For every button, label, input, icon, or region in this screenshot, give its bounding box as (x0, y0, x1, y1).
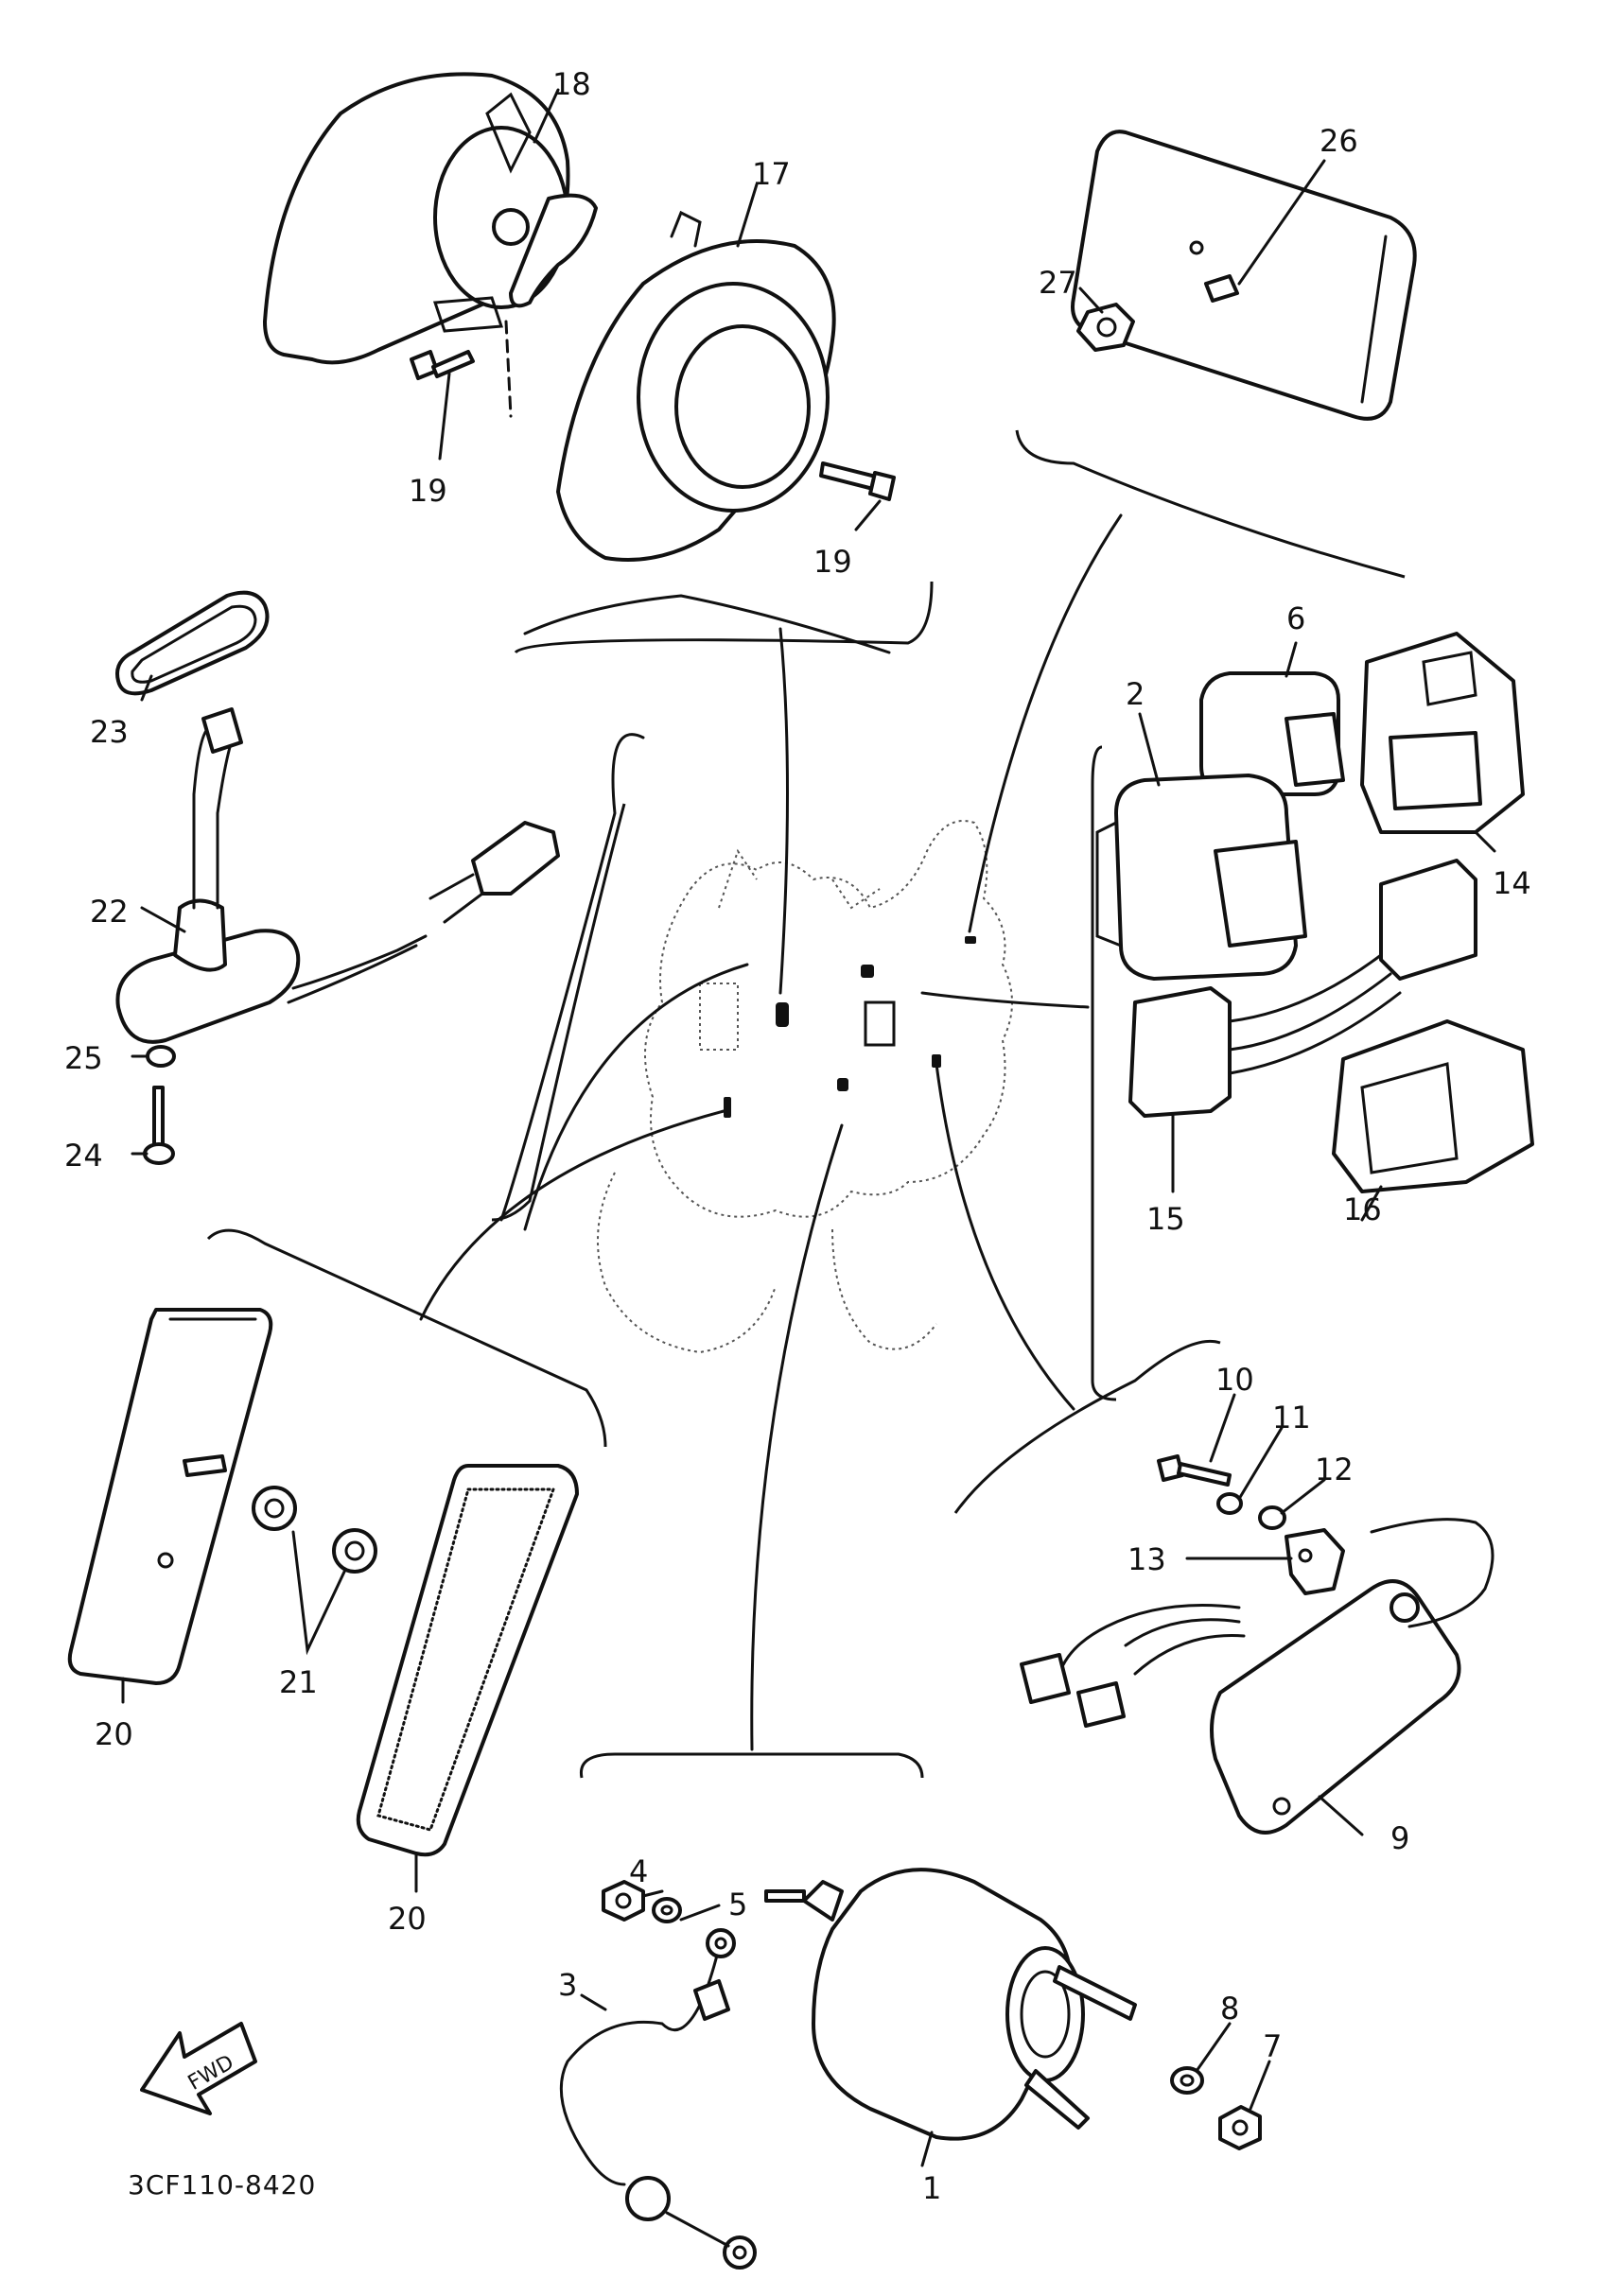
rectifier-9 (1020, 1518, 1494, 1835)
relay-2 (1095, 774, 1307, 981)
nut-4 (602, 1880, 645, 1922)
washer-12 (1258, 1505, 1286, 1530)
nuts-21 (252, 1486, 377, 1656)
gasket-23 (115, 590, 270, 696)
screw-24 (143, 1086, 175, 1165)
washer-11 (1216, 1492, 1243, 1515)
callout-26: 26 (1320, 123, 1358, 159)
callout-25: 25 (64, 1040, 103, 1076)
washer-8 (1170, 2066, 1204, 2095)
connector-15 (1128, 859, 1477, 1118)
callout-20b: 20 (388, 1901, 427, 1937)
callout-19a: 19 (409, 473, 447, 509)
unit-16 (1332, 1019, 1534, 1193)
callout-14: 14 (1493, 865, 1531, 901)
washer-5 (652, 1897, 682, 1923)
callout-leaders (121, 88, 1496, 2167)
callout-24: 24 (64, 1138, 103, 1174)
bolt-10 (1157, 1454, 1232, 1487)
callout-22: 22 (90, 894, 129, 930)
callout-16: 16 (1343, 1191, 1382, 1227)
leader-lines (206, 429, 1406, 1779)
callout-8: 8 (1220, 1991, 1239, 2026)
fwd-arrow-icon: FWD (140, 2022, 257, 2115)
starter-relay-1 (764, 1868, 1137, 2141)
horn-18 (263, 72, 598, 365)
callout-20a: 20 (95, 1716, 133, 1752)
side-reflector-20b (356, 1464, 579, 1857)
washer-25 (146, 1045, 176, 1068)
horn-17 (556, 210, 836, 562)
callout-1: 1 (922, 2170, 941, 2206)
diagram-code: 3CF110-8420 (128, 2169, 316, 2200)
bolt-19b (819, 461, 896, 501)
callout-6: 6 (1286, 600, 1305, 636)
callout-27: 27 (1039, 265, 1077, 301)
callout-4: 4 (629, 1853, 648, 1889)
callout-15: 15 (1146, 1201, 1185, 1237)
callout-23: 23 (90, 714, 129, 750)
lead-wire-3 (559, 1928, 757, 2270)
callout-13: 13 (1127, 1541, 1166, 1577)
callout-3: 3 (558, 1967, 577, 2003)
callout-19b: 19 (813, 544, 852, 580)
bracket-13 (1285, 1528, 1345, 1595)
callout-10: 10 (1215, 1362, 1254, 1398)
callout-7: 7 (1263, 2028, 1282, 2064)
callout-2: 2 (1126, 676, 1145, 712)
fuel-sender-22 (115, 707, 560, 1044)
callout-21: 21 (279, 1664, 318, 1700)
callout-12: 12 (1315, 1452, 1354, 1487)
callout-9: 9 (1390, 1820, 1409, 1856)
unit-14 (1360, 632, 1525, 834)
callout-11: 11 (1272, 1400, 1311, 1435)
nut-7 (1218, 2105, 1262, 2150)
bolt-19a (410, 350, 475, 380)
callout-numbers: 18 17 26 27 19 19 23 22 25 24 6 2 14 15 … (64, 66, 1531, 2206)
side-reflector-20a (67, 1308, 273, 1685)
callout-17: 17 (752, 156, 791, 192)
motorcycle-outline (597, 820, 1013, 1354)
callout-18: 18 (552, 66, 591, 102)
callout-5: 5 (728, 1887, 747, 1922)
nut-27 (1076, 303, 1135, 352)
